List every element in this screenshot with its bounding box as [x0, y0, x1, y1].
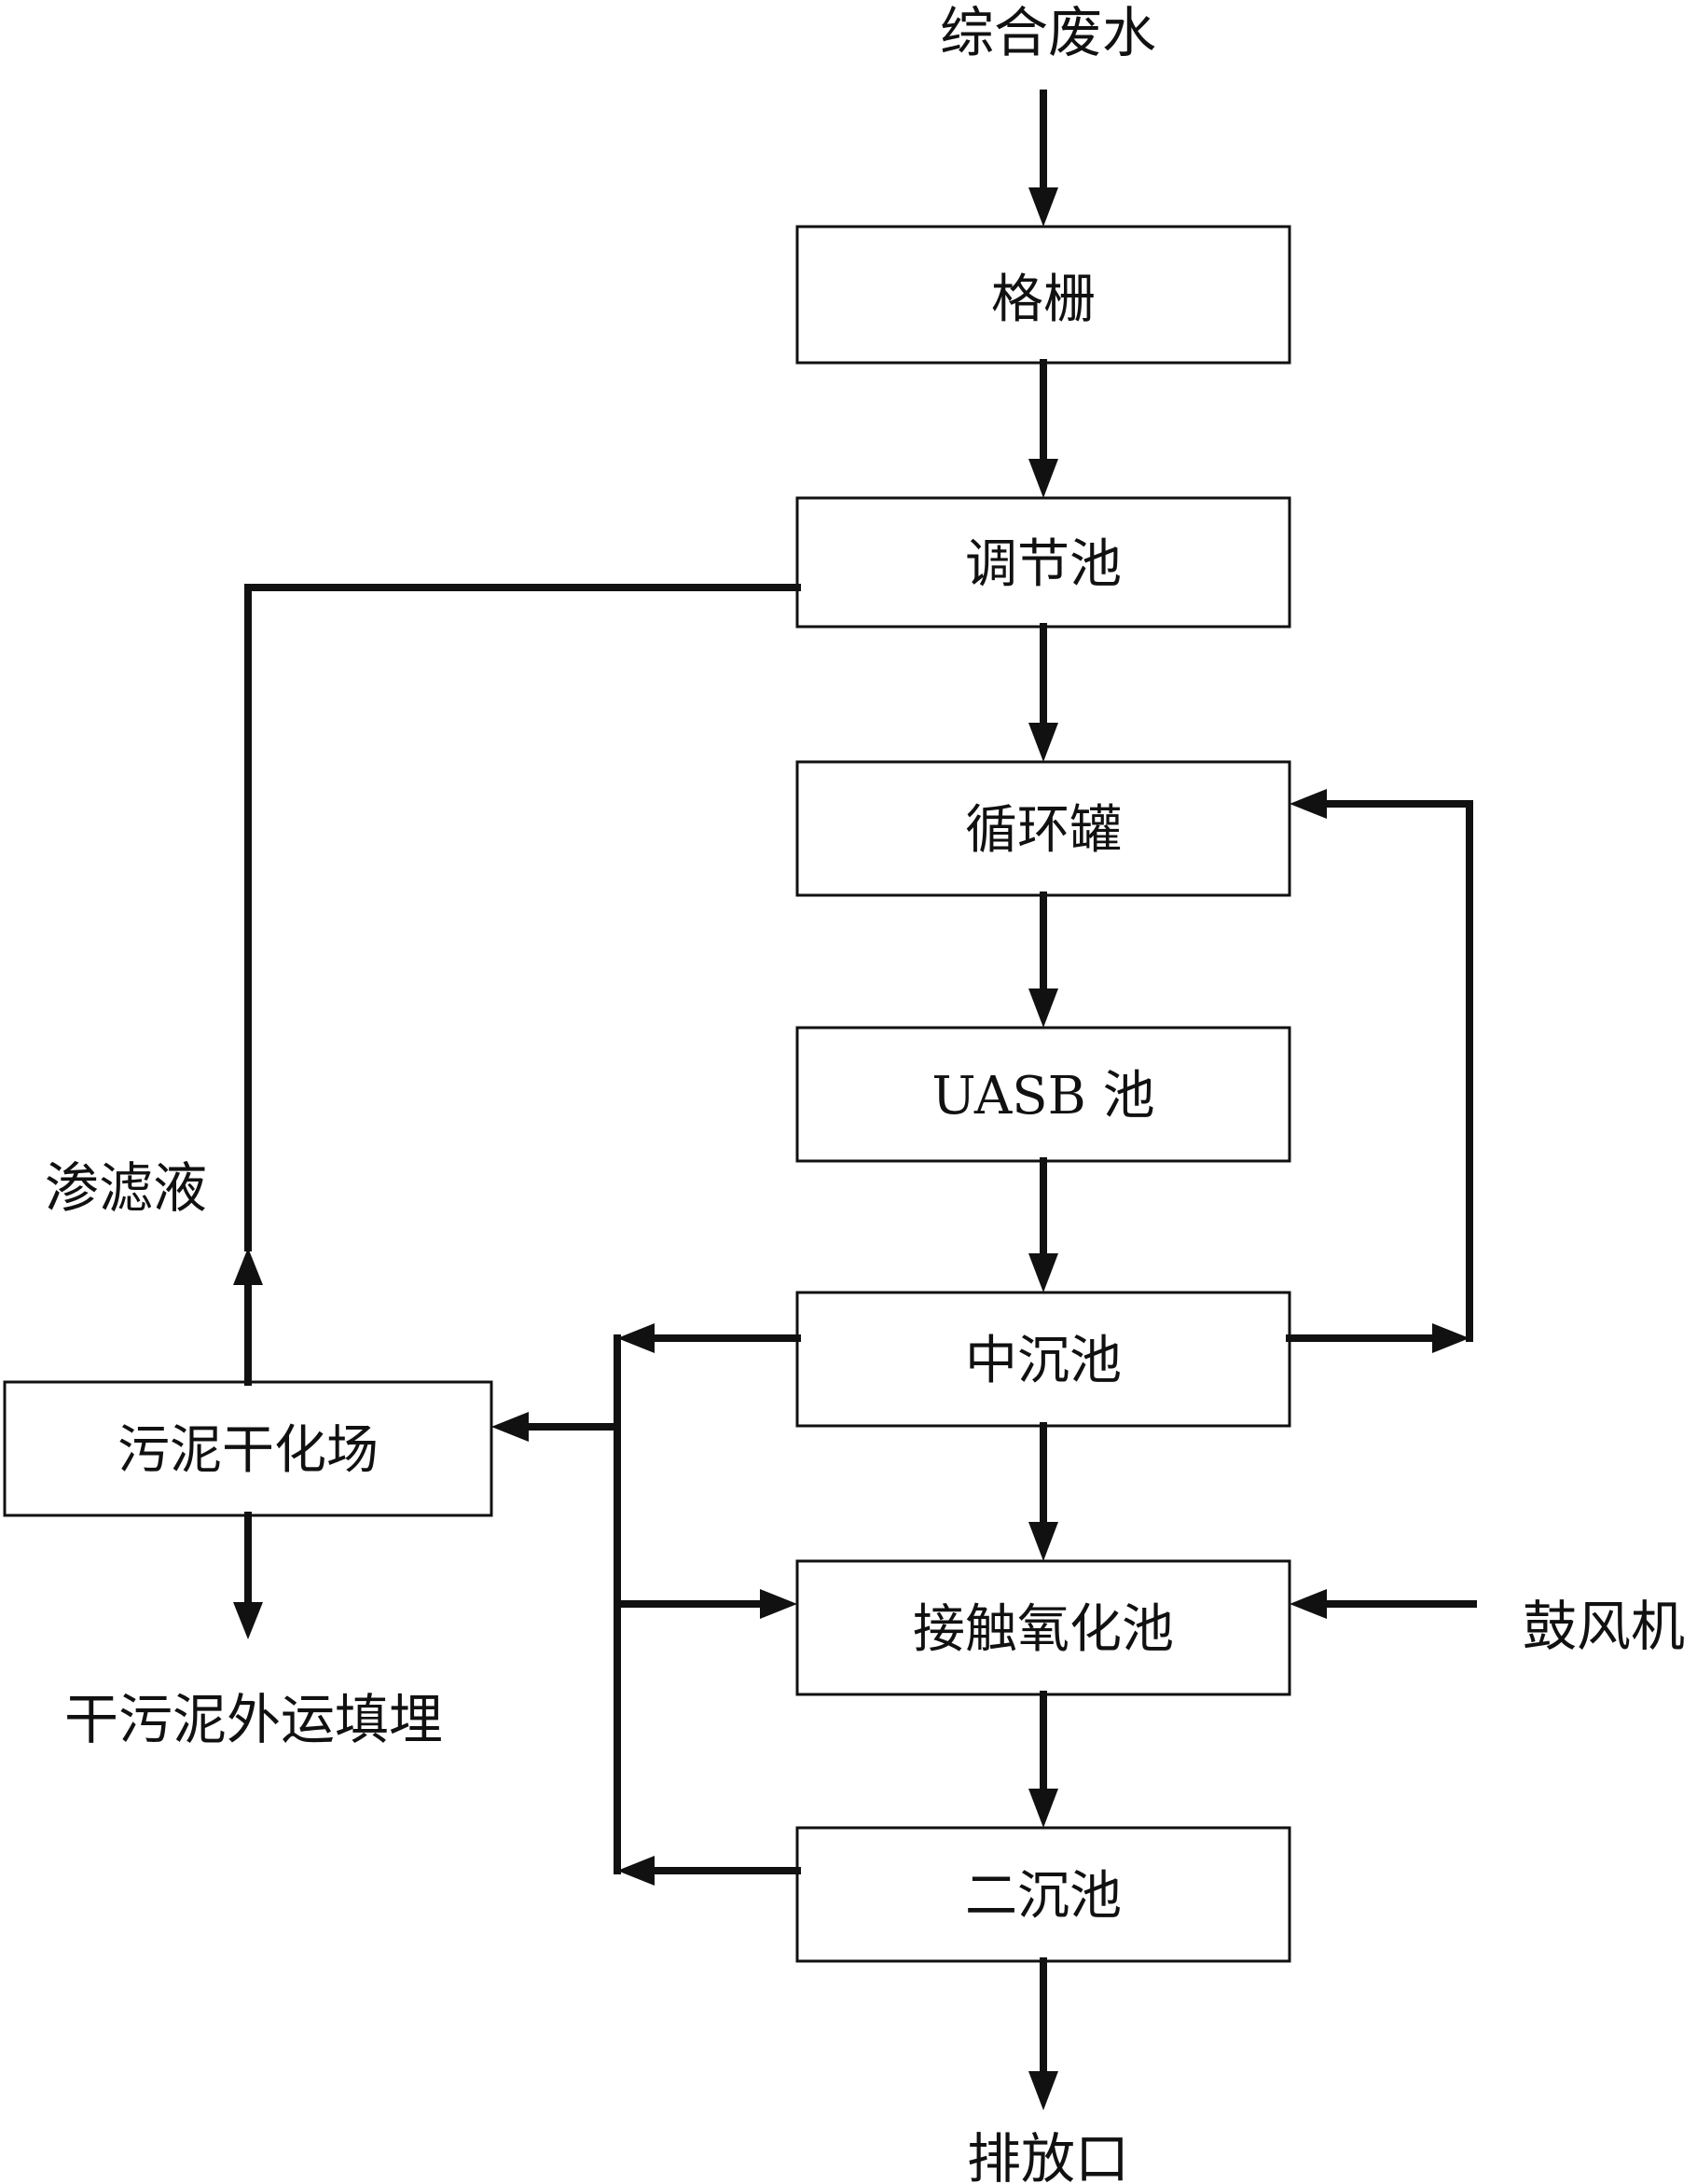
- label-dry-sludge-disposal: 干污泥外运填埋: [64, 1688, 443, 1751]
- node-uasb-tank: UASB 池: [795, 1026, 1291, 1163]
- arrow-drying-bed-to-disposal: [233, 1512, 263, 1639]
- arrow-secondary-to-outlet: [1028, 1957, 1058, 2110]
- node-intermediate-settling-tank: 中沉池: [795, 1291, 1291, 1428]
- label-blower: 鼓风机: [1523, 1595, 1685, 1658]
- node-grille-label: 格栅: [991, 270, 1096, 330]
- node-circulation-tank-label: 循环罐: [965, 800, 1122, 861]
- node-secondary-settling-tank-label: 二沉池: [965, 1866, 1122, 1927]
- sludge-line-from-secondary: [617, 1856, 801, 1886]
- node-intermediate-settling-tank-label: 中沉池: [965, 1331, 1122, 1391]
- node-equalization-tank-label: 调节池: [965, 534, 1122, 595]
- node-circulation-tank: 循环罐: [795, 760, 1291, 897]
- arrow-equalization-to-circulation: [1028, 623, 1058, 762]
- arrow-filtrate-return: [233, 584, 801, 1386]
- arrow-contact-oxidation-to-secondary: [1028, 1691, 1058, 1828]
- node-sludge-drying-bed-label: 污泥干化场: [117, 1420, 379, 1481]
- sludge-line-from-intermediate: [617, 1323, 801, 1353]
- arrow-circulation-to-uasb: [1028, 892, 1058, 1028]
- node-uasb-tank-label: UASB 池: [931, 1066, 1154, 1127]
- arrow-sludge-line-to-contact-oxidation: [614, 1589, 797, 1619]
- arrow-inflow-to-grille: [1028, 90, 1058, 227]
- label-outlet: 排放口: [967, 2127, 1129, 2184]
- node-contact-oxidation-tank-label: 接触氧化池: [913, 1599, 1174, 1660]
- arrow-grille-to-equalization: [1028, 359, 1058, 498]
- label-filtrate: 渗滤液: [45, 1156, 207, 1220]
- arrow-blower-to-contact-oxidation: [1290, 1589, 1477, 1619]
- node-equalization-tank: 调节池: [795, 496, 1291, 629]
- node-sludge-drying-bed: 污泥干化场: [3, 1380, 493, 1517]
- label-inflow: 综合废水: [940, 1, 1156, 64]
- arrow-recirculation-to-circulation-tank: [1286, 789, 1473, 1353]
- node-secondary-settling-tank: 二沉池: [795, 1826, 1291, 1963]
- node-grille: 格栅: [795, 225, 1291, 365]
- node-contact-oxidation-tank: 接触氧化池: [795, 1559, 1291, 1696]
- arrow-sludge-to-drying-bed: [491, 1412, 621, 1442]
- arrow-intermediate-to-contact-oxidation: [1028, 1422, 1058, 1561]
- arrow-uasb-to-intermediate: [1028, 1157, 1058, 1292]
